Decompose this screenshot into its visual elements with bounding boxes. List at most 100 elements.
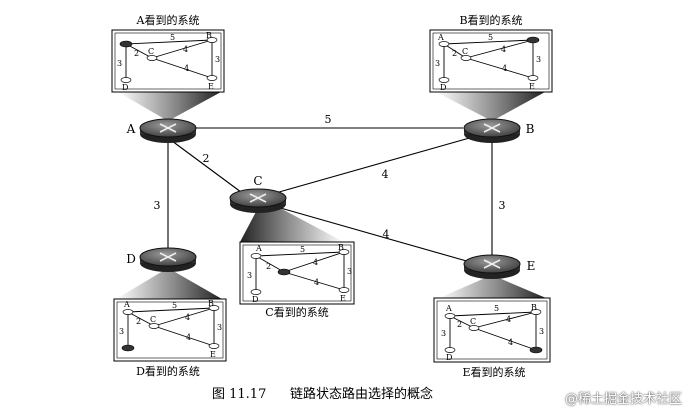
view-d-cost-ad: 3	[119, 327, 124, 336]
view-c-cost-ce: 4	[314, 278, 319, 287]
network-links	[167, 127, 493, 263]
cost-a-d: 3	[154, 199, 161, 212]
router-label-d: D	[126, 252, 136, 266]
view-a-cost-cb: 4	[183, 45, 188, 54]
watermark: @稀土掘金技术社区	[564, 392, 682, 407]
view-title-d: D看到的系统	[136, 364, 200, 378]
view-e-node-e	[529, 346, 543, 354]
router-d	[139, 247, 197, 273]
view-title-a: A看到的系统	[136, 13, 200, 27]
view-a-node-e	[206, 75, 218, 81]
router-b	[463, 118, 521, 144]
view-b-cost-ac: 2	[452, 49, 457, 58]
view-e-cost-cb: 4	[506, 315, 511, 324]
view-c-node-b	[338, 249, 350, 255]
router-label-e: E	[527, 259, 536, 273]
view-c-node-e	[338, 287, 350, 293]
view-box-c: A B D E 5 2 3 4 4 3 C看到的系统	[239, 241, 355, 319]
view-b-node-d	[438, 77, 450, 83]
view-e-node-b	[530, 309, 542, 315]
view-title-e: E看到的系统	[462, 365, 525, 379]
view-a-node-c	[146, 55, 158, 61]
view-a-label-c: C	[148, 47, 154, 56]
view-c-node-c	[277, 268, 291, 276]
view-b-cost-cb: 4	[501, 45, 506, 54]
beam-c	[240, 208, 344, 242]
router-label-c: C	[253, 174, 262, 188]
view-c-node-a	[250, 253, 262, 259]
router-e	[463, 254, 521, 280]
router-c	[229, 188, 287, 214]
view-a-cost-ac: 2	[134, 49, 139, 58]
cost-c-b: 4	[382, 168, 389, 181]
view-c-node-d	[250, 289, 262, 295]
view-b-label-a: A	[437, 33, 444, 42]
view-d-label-a: A	[123, 300, 130, 309]
view-b-cost-ab: 5	[488, 33, 493, 42]
view-c-label-a: A	[255, 244, 262, 253]
view-a-label-b: B	[206, 31, 212, 40]
view-a-node-b	[206, 37, 218, 43]
view-e-node-c	[468, 325, 480, 331]
view-b-cost-ad: 3	[435, 59, 440, 68]
view-b-label-e: E	[529, 82, 535, 91]
view-e-node-d	[444, 347, 456, 353]
view-d-node-c	[148, 323, 160, 329]
view-d-node-b	[208, 305, 220, 311]
view-c-label-d: D	[252, 295, 258, 304]
cost-a-b: 5	[325, 113, 332, 126]
view-c-cost-cb: 4	[313, 258, 318, 267]
view-d-node-e	[208, 343, 220, 349]
view-c-cost-be: 3	[347, 267, 352, 276]
beam-d	[116, 268, 222, 299]
view-d-label-e: E	[210, 350, 216, 359]
view-e-cost-ad: 3	[441, 329, 446, 338]
router-label-a: A	[126, 122, 136, 136]
figure-number: 图 11.17	[212, 387, 266, 402]
link-c-b	[271, 134, 481, 195]
view-title-b: B看到的系统	[459, 13, 522, 27]
view-d-cost-ac: 2	[136, 317, 141, 326]
view-b-node-b	[526, 36, 540, 44]
view-b-node-a	[438, 41, 450, 47]
view-d-label-c: C	[150, 315, 156, 324]
view-d-cost-cb: 4	[185, 313, 190, 322]
view-d-node-a	[122, 309, 134, 315]
view-e-node-a	[444, 313, 456, 319]
view-d-label-b: B	[208, 299, 214, 308]
view-a-node-d	[120, 77, 132, 83]
view-c-cost-ab: 5	[300, 245, 305, 254]
view-b-node-e	[527, 75, 539, 81]
view-box-e: A B C D 5 2 3 4 4 3 E看到的系统	[433, 297, 551, 379]
view-a-label-e: E	[208, 82, 214, 91]
view-a-node-a	[119, 40, 133, 48]
beam-e	[439, 275, 546, 298]
view-e-label-d: D	[446, 353, 452, 362]
view-a-cost-be: 3	[215, 55, 220, 64]
view-e-cost-ac: 2	[457, 320, 462, 329]
view-e-label-b: B	[531, 303, 537, 312]
view-c-cost-ac: 2	[266, 262, 271, 271]
cost-a-c: 2	[203, 152, 210, 165]
cost-c-e: 4	[383, 228, 390, 241]
view-title-c: C看到的系统	[265, 305, 328, 319]
view-c-cost-ad: 3	[247, 271, 252, 280]
view-e-cost-ab: 5	[494, 304, 499, 313]
view-d-cost-ce: 4	[186, 333, 191, 342]
view-box-a: A看到的系统 B C D E 5 2 3 4 4 3	[111, 13, 225, 93]
view-c-label-e: E	[340, 294, 346, 303]
beam-b	[436, 92, 545, 121]
view-c-label-b: B	[338, 243, 344, 252]
link-c-e	[269, 204, 471, 263]
view-a-cost-ce: 4	[184, 64, 189, 73]
view-e-label-c: C	[470, 317, 476, 326]
beam-a	[118, 92, 221, 121]
cost-b-e: 3	[499, 199, 506, 212]
view-box-b: B看到的系统 A C D E 5 2 3 4 4 3	[429, 13, 553, 93]
view-d-cost-ab: 5	[172, 301, 177, 310]
view-box-d: A B C E 5 2 3 4 4 3 D看到的系统	[113, 298, 227, 378]
view-e-cost-ce: 4	[508, 338, 513, 347]
view-e-label-a: A	[445, 304, 452, 313]
router-a	[139, 118, 197, 144]
